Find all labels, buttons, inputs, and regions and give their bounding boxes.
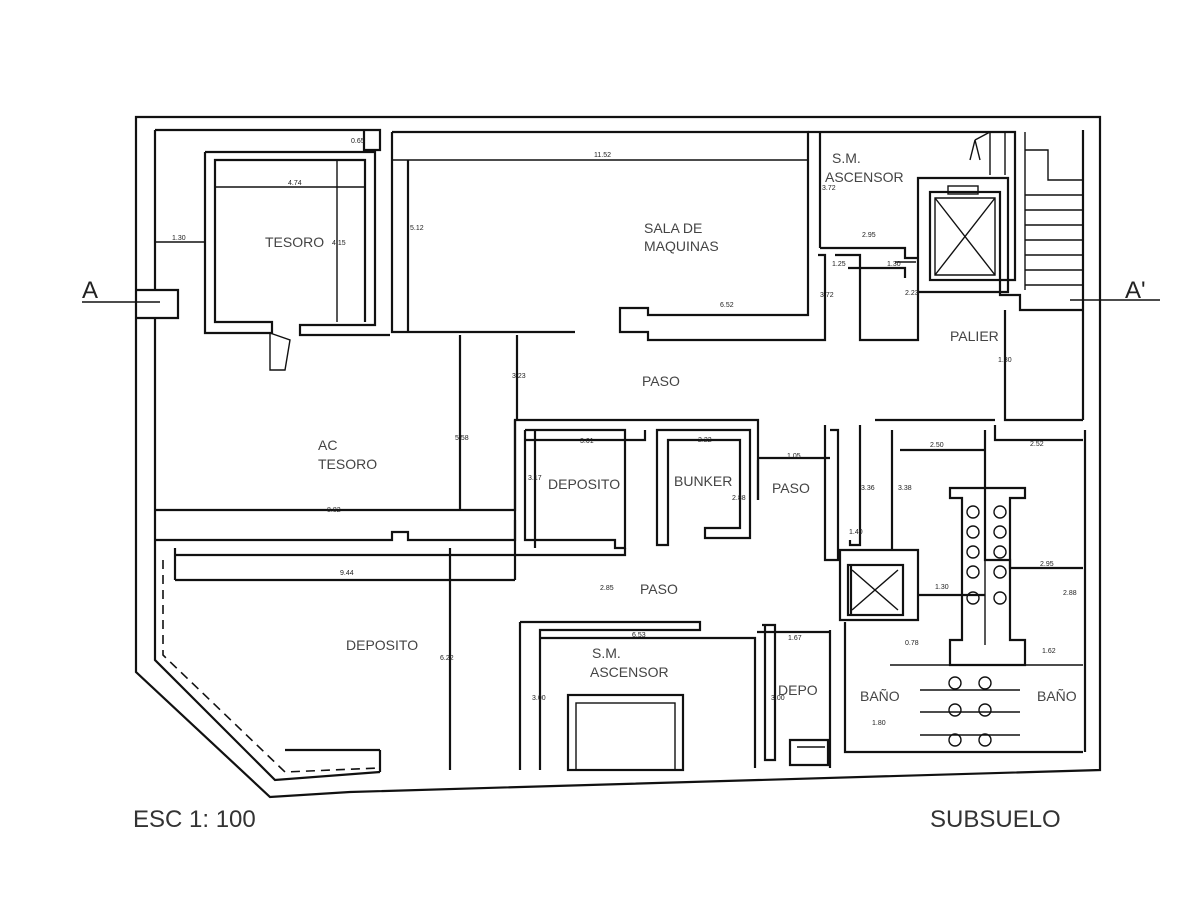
dimension-label: 2.88: [1063, 590, 1077, 597]
dimension-label: 9.44: [340, 570, 354, 577]
dimension-label: 1.62: [1042, 648, 1056, 655]
dimension-label: 11.52: [594, 152, 611, 159]
dimension-label: 0.65: [351, 138, 365, 145]
dimension-label: 3.72: [822, 185, 836, 192]
sala-maquinas-room: [390, 130, 827, 342]
section-mark-right: A': [1125, 277, 1146, 304]
room-label: BAÑO: [1037, 688, 1077, 704]
dimension-label: 1.40: [849, 529, 863, 536]
dimension-label: 3.17: [528, 475, 542, 482]
room-labels: TESORO SALA DE MAQUINAS S.M. ASCENSOR PA…: [265, 150, 1077, 704]
dimension-label: 1.30: [887, 261, 901, 268]
dimension-label: 3.72: [820, 292, 834, 299]
dimension-label: 6.52: [720, 302, 734, 309]
dimension-label: 3.01: [580, 438, 594, 445]
dimension-label: 4.15: [332, 240, 346, 247]
dimension-label: 1.30: [172, 235, 186, 242]
scale-label: ESC 1: 100: [133, 806, 256, 833]
room-label: PASO: [640, 581, 678, 597]
dimension-label: 5.12: [410, 225, 424, 232]
dimension-label: 2.88: [732, 495, 746, 502]
dimension-label: 1.30: [935, 584, 949, 591]
stair: [969, 131, 1083, 286]
dimension-label: 2.50: [930, 442, 944, 449]
dimension-label: 2.95: [862, 232, 876, 239]
room-label: ASCENSOR: [590, 664, 669, 680]
dimension-label: 3.36: [861, 485, 875, 492]
dimension-label: 6.53: [632, 632, 646, 639]
room-label: PALIER: [950, 328, 999, 344]
dimension-label: 2.85: [600, 585, 614, 592]
dimension-label: 1.05: [787, 453, 801, 460]
dimension-label: 2.22: [698, 437, 712, 444]
sm-ascensor-top: [820, 130, 1083, 422]
room-label: SALA DE: [644, 220, 702, 236]
dimension-label: 3.00: [771, 695, 785, 702]
room-label: ASCENSOR: [825, 169, 904, 185]
room-label: PASO: [772, 480, 810, 496]
dimension-label: 6.22: [440, 655, 454, 662]
room-label: TESORO: [318, 456, 377, 472]
deposito-bottom-room: [162, 560, 382, 773]
dimension-label: 1.80: [872, 720, 886, 727]
room-label: BUNKER: [674, 473, 732, 489]
room-label: S.M.: [592, 645, 621, 661]
dimension-label: 1.25: [832, 261, 846, 268]
dimension-label: 1.30: [998, 357, 1012, 364]
dimension-labels: 0.65 11.52 4.74 1.30 4.15 5.12 6.52 3.72…: [172, 138, 1077, 727]
dimension-label: 4.74: [288, 180, 302, 187]
tesoro-room: [155, 150, 390, 371]
outer-walls: [134, 115, 1102, 799]
room-label: DEPOSITO: [548, 476, 620, 492]
room-label: BAÑO: [860, 688, 900, 704]
plan-title: SUBSUELO: [930, 806, 1061, 833]
dimension-label: 1.67: [788, 635, 802, 642]
dimension-label: 3.00: [532, 695, 546, 702]
room-label: MAQUINAS: [644, 238, 719, 254]
room-label: S.M.: [832, 150, 861, 166]
toilets: [890, 486, 1083, 747]
room-label: PASO: [642, 373, 680, 389]
room-label: TESORO: [265, 234, 324, 250]
deposito-bunker: [173, 420, 830, 770]
room-label: DEPOSITO: [346, 637, 418, 653]
section-mark-left: A: [82, 277, 98, 304]
dimension-label: 2.52: [1030, 441, 1044, 448]
dimension-label: 5.58: [455, 435, 469, 442]
dimension-label: 0.78: [905, 640, 919, 647]
dimension-label: 2.95: [1040, 561, 1054, 568]
room-label: AC: [318, 437, 337, 453]
room-label: DEPO: [778, 682, 818, 698]
dimension-label: 8.82: [327, 507, 341, 514]
sm-ascensor-bottom: [518, 620, 830, 772]
dimension-label: 2.23: [905, 290, 919, 297]
section-line: [82, 288, 1160, 320]
dimension-label: 3.23: [512, 373, 526, 380]
dimension-label: 3.38: [898, 485, 912, 492]
